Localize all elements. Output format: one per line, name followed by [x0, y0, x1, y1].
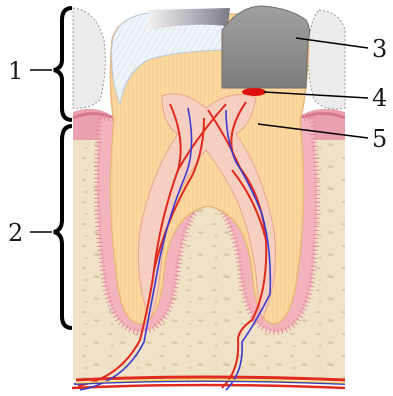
label-4: 4 — [372, 84, 387, 112]
label-3: 3 — [372, 35, 387, 63]
label-2: 2 — [8, 219, 23, 247]
label-5: 5 — [372, 125, 387, 153]
bracket-root — [54, 126, 72, 328]
neighbor-tooth-left — [73, 8, 105, 108]
label-1: 1 — [8, 57, 23, 85]
filling — [222, 6, 310, 88]
bracket-crown — [54, 8, 72, 120]
